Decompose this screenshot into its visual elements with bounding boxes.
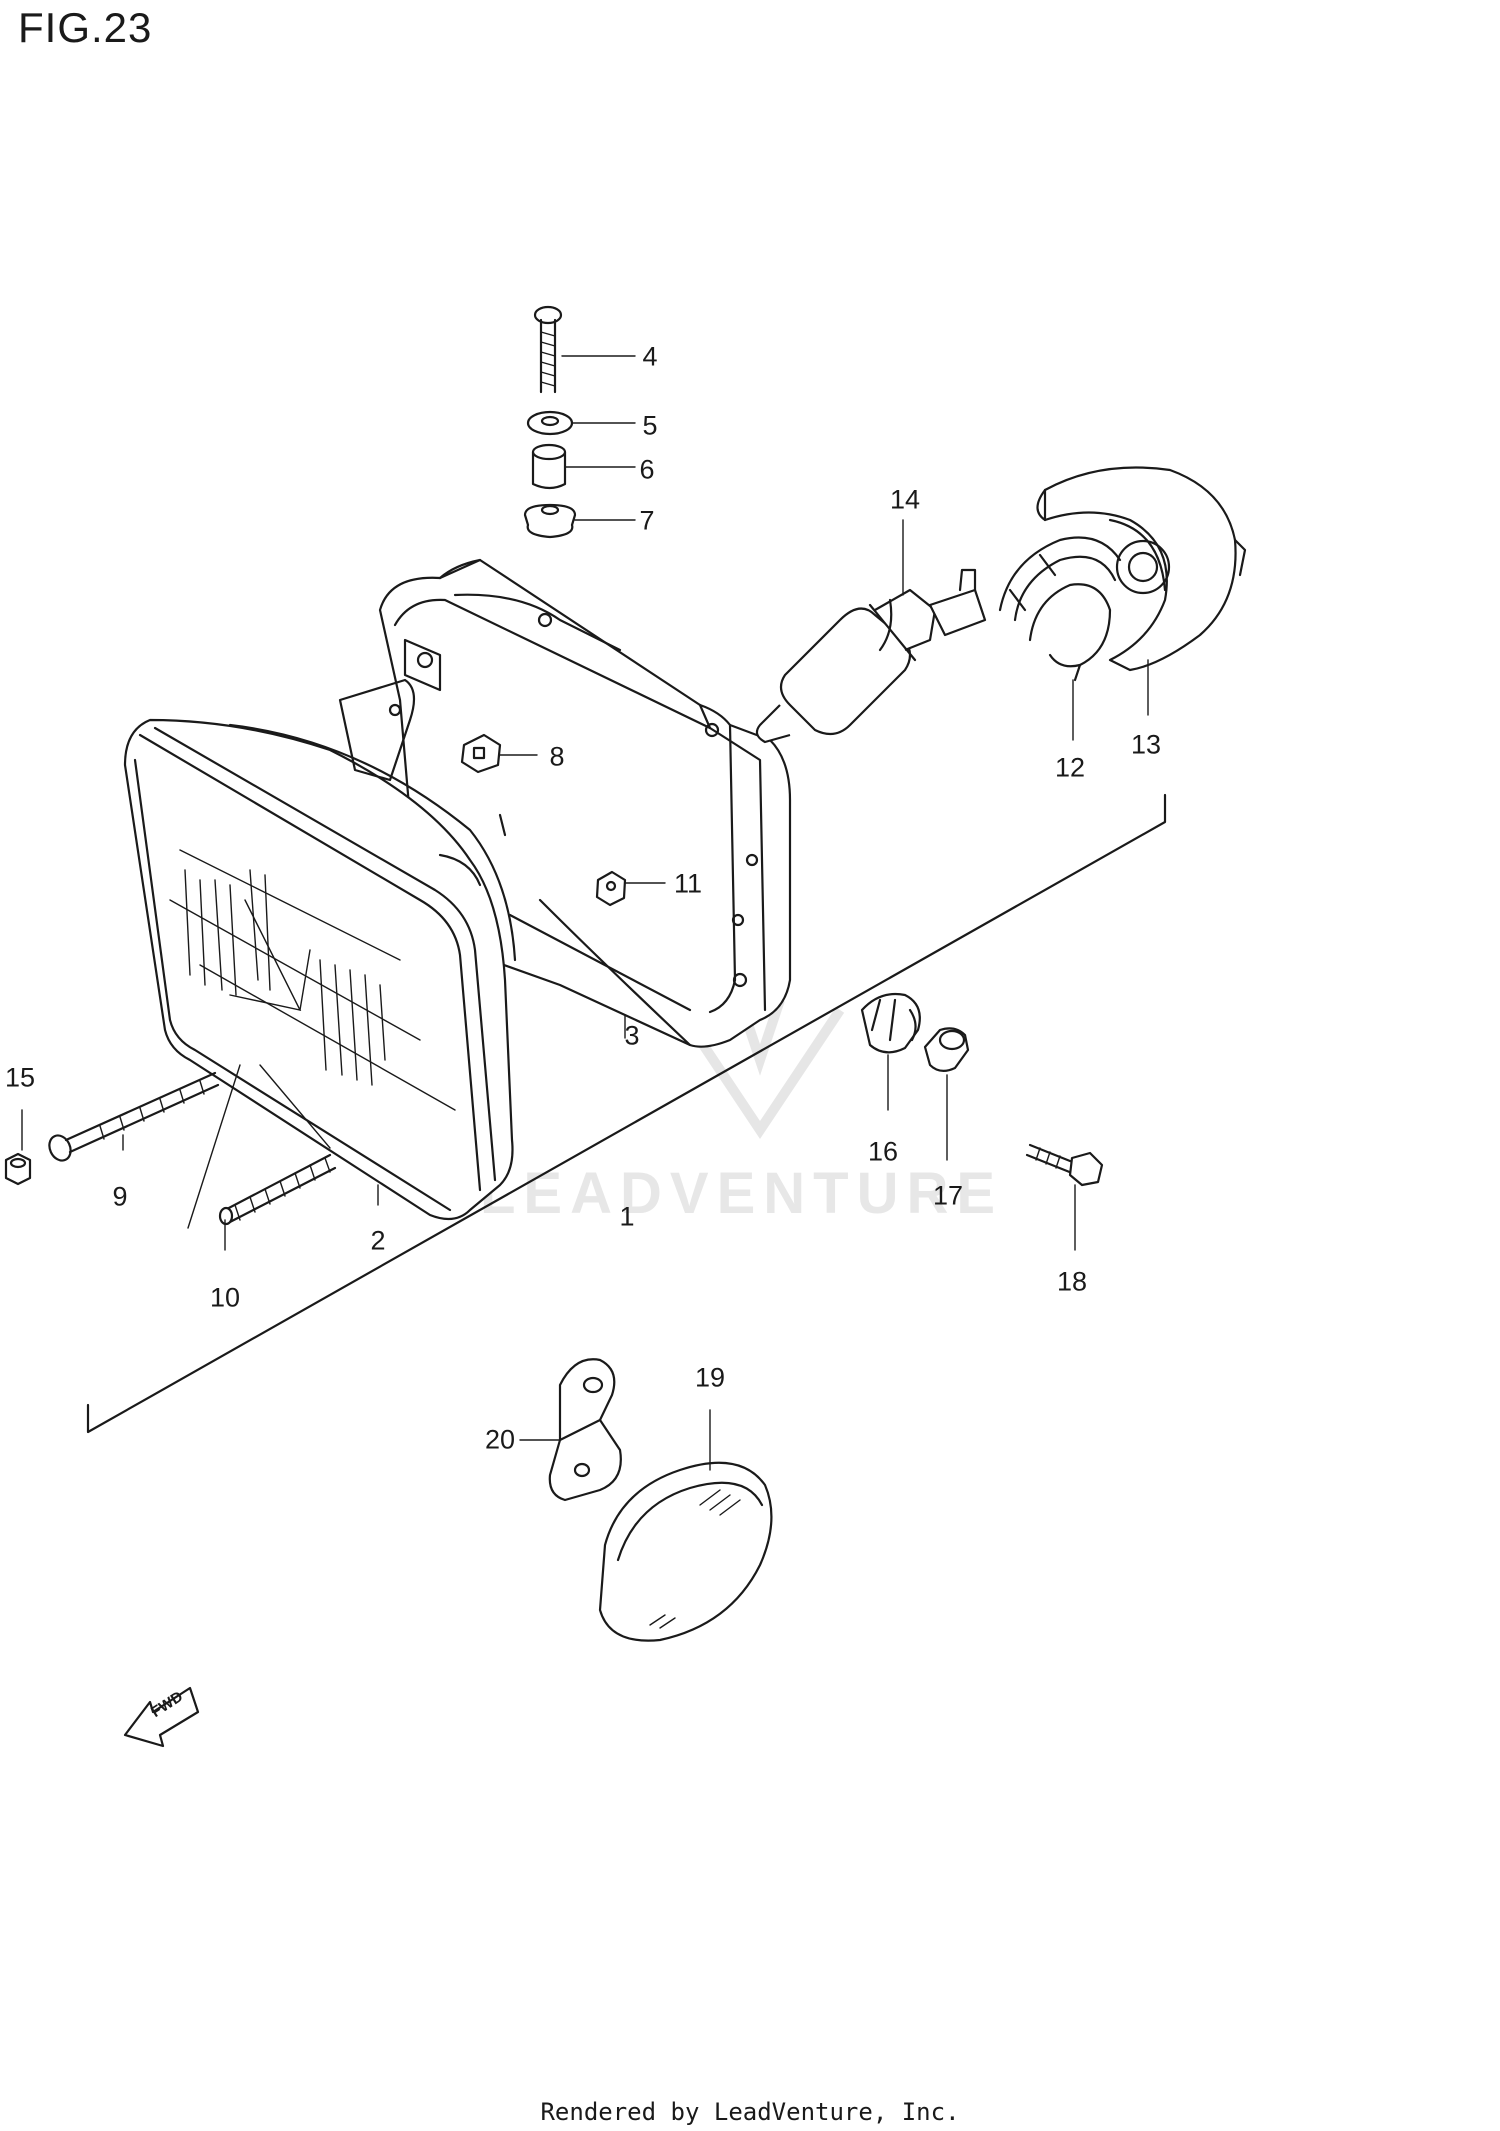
part-19-horn <box>598 1461 773 1642</box>
watermark-text: LEADVENTURE <box>480 1161 1004 1226</box>
callout-6: 6 <box>639 454 655 485</box>
callout-14: 14 <box>889 484 921 515</box>
part-7-grommet <box>523 503 577 539</box>
callout-20: 20 <box>484 1424 516 1455</box>
part-8-clip-nut <box>460 733 502 774</box>
callout-17: 17 <box>932 1180 964 1211</box>
part-20-bracket <box>548 1358 622 1502</box>
part-11-nut <box>595 870 627 907</box>
forward-arrow-icon <box>123 1686 200 1748</box>
part-9-screw <box>48 1071 220 1162</box>
callout-13: 13 <box>1130 729 1162 760</box>
part-18-bolt <box>1025 1143 1104 1187</box>
callout-11: 11 <box>673 868 703 899</box>
callout-12: 12 <box>1054 752 1086 783</box>
callout-7: 7 <box>639 505 655 536</box>
callout-8: 8 <box>549 741 565 772</box>
callout-5: 5 <box>642 410 658 441</box>
callout-9: 9 <box>112 1181 128 1212</box>
part-12-spring <box>998 536 1122 682</box>
part-15-nut <box>4 1152 32 1186</box>
part-13-socket-cover <box>1036 466 1247 672</box>
callout-3: 3 <box>624 1020 640 1051</box>
part-6-collar <box>531 443 567 490</box>
assembly-bracket-line <box>86 793 1167 1434</box>
part-14-bulb <box>755 568 987 744</box>
part-4-screw <box>533 305 563 394</box>
callout-10: 10 <box>209 1282 241 1313</box>
callout-15: 15 <box>4 1062 36 1093</box>
callout-16: 16 <box>867 1136 899 1167</box>
part-5-washer <box>526 410 574 436</box>
callout-19: 19 <box>694 1362 726 1393</box>
part-10-spring <box>218 1153 337 1226</box>
leader-lines <box>21 355 1149 1471</box>
callout-1: 1 <box>619 1201 635 1232</box>
sealed-beam-unit <box>123 678 517 1221</box>
callout-4: 4 <box>642 341 658 372</box>
figure-title: FIG.23 <box>18 4 153 51</box>
part-16-adjuster <box>860 992 921 1054</box>
part-17-collar <box>923 1027 970 1072</box>
callout-18: 18 <box>1056 1266 1088 1297</box>
callout-2: 2 <box>370 1225 386 1256</box>
footer-credit: Rendered by LeadVenture, Inc. <box>540 2098 960 2126</box>
